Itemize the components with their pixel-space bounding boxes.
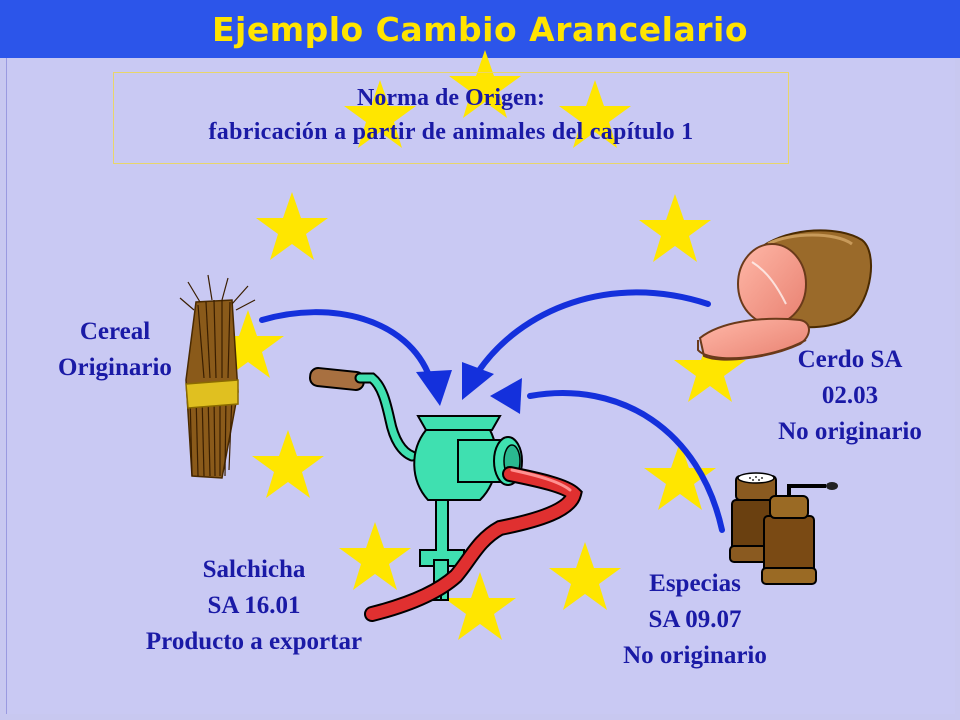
arrow-icon	[462, 362, 494, 400]
sausage-label-line1: Salchicha	[202, 556, 306, 583]
arrow-icon	[527, 390, 725, 533]
cereal-label: Cereal Originario	[30, 314, 200, 386]
ham-icon	[697, 229, 873, 361]
eu-star-icon	[639, 194, 711, 262]
arrow-icon	[416, 370, 452, 406]
arrow-icon	[475, 289, 711, 375]
eu-star-icon	[252, 430, 324, 498]
origin-rule-title: Norma de Origen:	[357, 85, 545, 111]
meat-grinder-icon	[308, 367, 523, 601]
pork-label-line1: Cerdo SA	[797, 346, 903, 373]
arrow-icon	[259, 309, 433, 381]
flow-arrows	[259, 289, 725, 533]
sausage-label-line3: Producto a exportar	[145, 628, 363, 655]
wheat-icon	[179, 274, 256, 479]
spices-label-line3: No originario	[623, 642, 767, 669]
spices-label-line2: SA 09.07	[648, 606, 742, 633]
eu-star-icon	[256, 192, 328, 260]
cereal-label-line2: Originario	[58, 354, 172, 381]
spices-label: Especias SA 09.07 No originario	[590, 566, 800, 674]
pepper-mill-icon	[729, 472, 838, 585]
arrow-heads	[416, 362, 522, 414]
pork-label-line3: No originario	[778, 418, 922, 445]
sausage-label-line2: SA 16.01	[207, 592, 301, 619]
sausage-icon	[364, 466, 583, 622]
origin-rule-box: Norma de Origen: fabricación a partir de…	[113, 72, 789, 164]
header-bar	[0, 0, 960, 58]
sausage-label: Salchicha SA 16.01 Producto a exportar	[108, 552, 400, 660]
arrow-icon	[490, 378, 522, 414]
slide-title: Ejemplo Cambio Arancelario	[211, 10, 749, 49]
cereal-label-line1: Cereal	[79, 318, 151, 345]
pork-label-line2: 02.03	[821, 382, 879, 409]
pork-label: Cerdo SA 02.03 No originario	[750, 342, 950, 450]
origin-rule-text: fabricación a partir de animales del cap…	[208, 119, 694, 145]
spices-label-line1: Especias	[649, 570, 741, 597]
